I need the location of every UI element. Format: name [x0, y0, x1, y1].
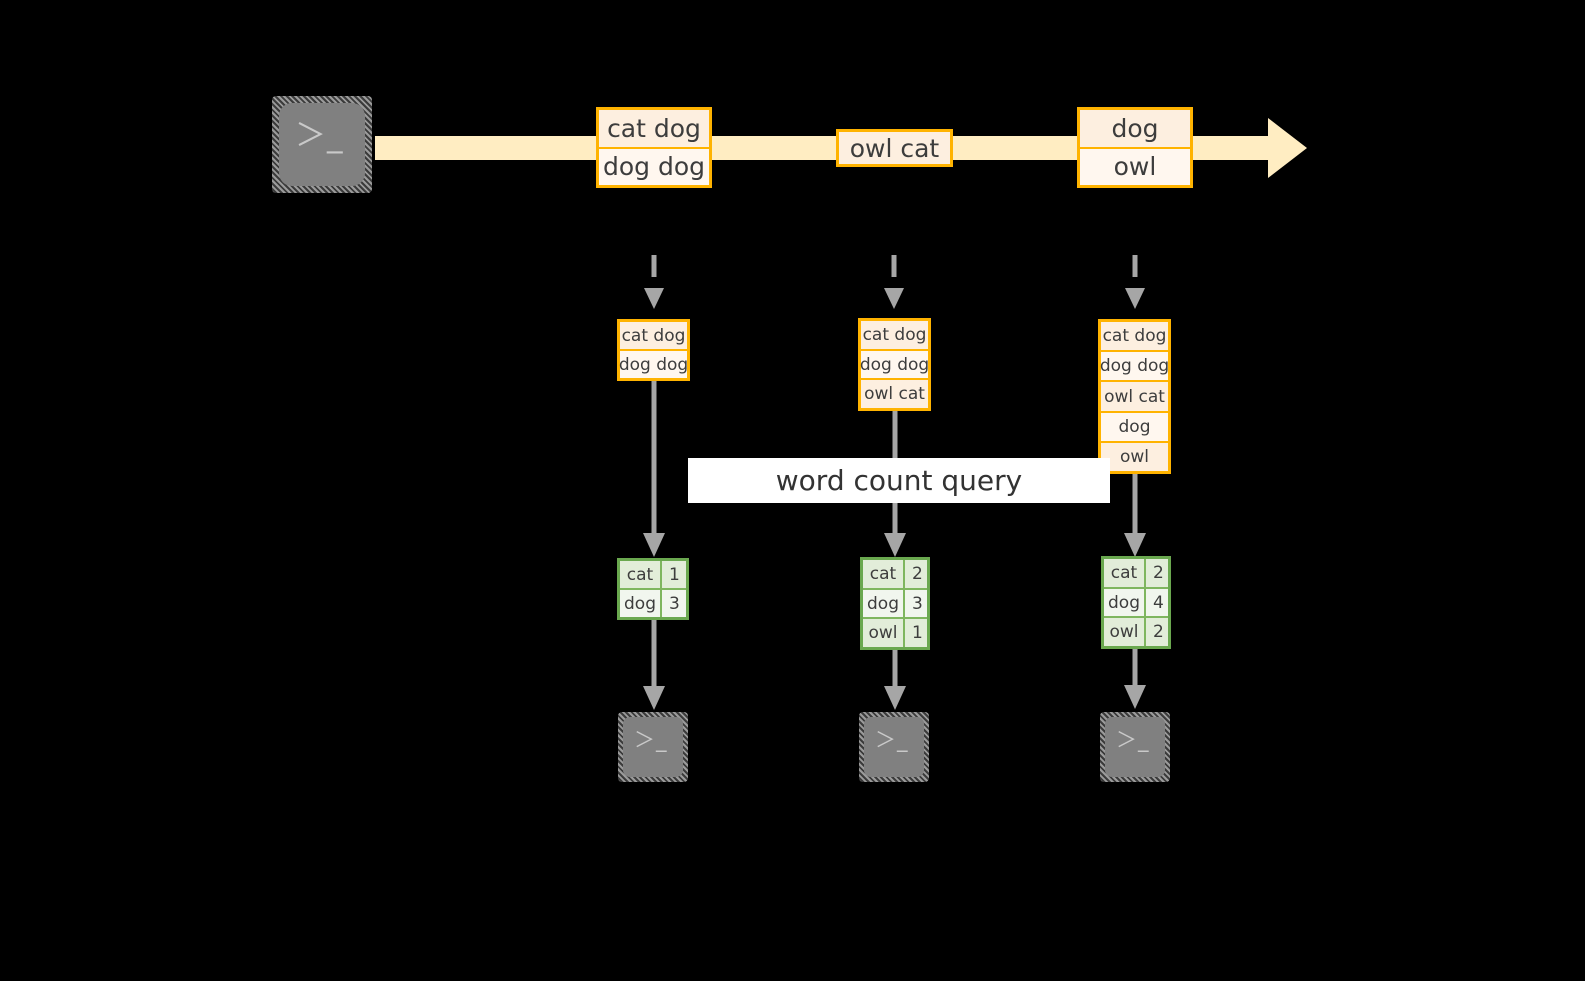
result-word: cat — [620, 561, 662, 588]
result-row: cat 2 — [1104, 559, 1168, 589]
dashed-connector-2 — [880, 255, 908, 317]
result-word: dog — [1104, 588, 1146, 617]
input-row: dog dog — [860, 350, 929, 381]
unbounded-input-table-2: cat dog dog dog owl cat — [858, 318, 931, 411]
sink-terminal-3-icon: ＞_ — [1100, 712, 1170, 782]
input-row: cat dog — [861, 321, 928, 351]
source-terminal-icon: ＞_ — [272, 96, 372, 193]
dashed-connector-1 — [640, 255, 668, 317]
stream-batch-2-line-1: owl cat — [839, 132, 950, 164]
sink-connector-1 — [640, 620, 668, 712]
result-word: dog — [863, 589, 905, 618]
result-count: 1 — [662, 561, 686, 588]
query-label: word count query — [688, 458, 1110, 503]
terminal-screen: ＞_ — [279, 103, 365, 186]
unbounded-input-table-3: cat dog dog dog owl cat dog owl — [1098, 319, 1171, 474]
result-table-2: cat 2 dog 3 owl 1 — [860, 557, 930, 650]
stream-batch-1: cat dog dog dog — [596, 107, 712, 188]
query-connector-3 — [1121, 474, 1149, 559]
terminal-screen: ＞_ — [864, 717, 924, 777]
input-row: cat dog — [1101, 322, 1168, 353]
result-word: cat — [1104, 559, 1146, 587]
input-row: dog dog — [619, 351, 688, 378]
query-label-text: word count query — [775, 464, 1023, 497]
sink-terminal-1-icon: ＞_ — [618, 712, 688, 782]
result-count: 1 — [905, 619, 927, 648]
terminal-prompt-glyph: ＞_ — [875, 728, 909, 752]
input-row: owl — [1101, 442, 1168, 472]
stream-batch-3: dog owl — [1077, 107, 1193, 188]
terminal-screen: ＞_ — [1105, 717, 1165, 777]
unbounded-input-table-1: cat dog dog dog — [617, 319, 690, 381]
sink-terminal-2-icon: ＞_ — [859, 712, 929, 782]
result-row: cat 1 — [620, 561, 686, 590]
result-word: cat — [863, 560, 905, 588]
result-table-1: cat 1 dog 3 — [617, 558, 689, 620]
stream-batch-3-line-1: dog — [1080, 110, 1190, 149]
result-count: 2 — [1146, 618, 1168, 647]
input-row: dog dog — [1100, 352, 1169, 383]
result-row: dog 3 — [620, 590, 686, 617]
terminal-prompt-glyph: ＞_ — [295, 118, 344, 154]
result-count: 3 — [662, 590, 686, 617]
stream-batch-2: owl cat — [836, 129, 953, 167]
result-count: 2 — [905, 560, 927, 588]
input-row: owl cat — [1101, 382, 1168, 413]
terminal-prompt-glyph: ＞_ — [1116, 728, 1150, 752]
sink-connector-2 — [881, 650, 909, 712]
query-connector-1 — [640, 381, 668, 559]
result-word: owl — [863, 619, 905, 648]
dashed-connector-3 — [1121, 255, 1149, 317]
result-row: dog 3 — [863, 589, 927, 620]
stream-batch-1-line-2: dog dog — [599, 148, 709, 185]
input-row: owl cat — [861, 380, 928, 409]
terminal-screen: ＞_ — [623, 717, 683, 777]
sink-connector-3 — [1121, 649, 1149, 711]
result-row: owl 1 — [863, 619, 927, 648]
result-count: 4 — [1146, 588, 1168, 617]
result-row: cat 2 — [863, 560, 927, 590]
input-row: cat dog — [620, 322, 687, 351]
result-row: dog 4 — [1104, 588, 1168, 619]
result-table-3: cat 2 dog 4 owl 2 — [1101, 556, 1171, 649]
result-count: 3 — [905, 589, 927, 618]
result-count: 2 — [1146, 559, 1168, 587]
result-word: dog — [620, 590, 662, 617]
terminal-prompt-glyph: ＞_ — [634, 728, 668, 752]
result-word: owl — [1104, 618, 1146, 647]
result-row: owl 2 — [1104, 618, 1168, 647]
input-row: dog — [1101, 412, 1168, 443]
stream-batch-1-line-1: cat dog — [599, 110, 709, 149]
stream-batch-3-line-2: owl — [1080, 148, 1190, 185]
